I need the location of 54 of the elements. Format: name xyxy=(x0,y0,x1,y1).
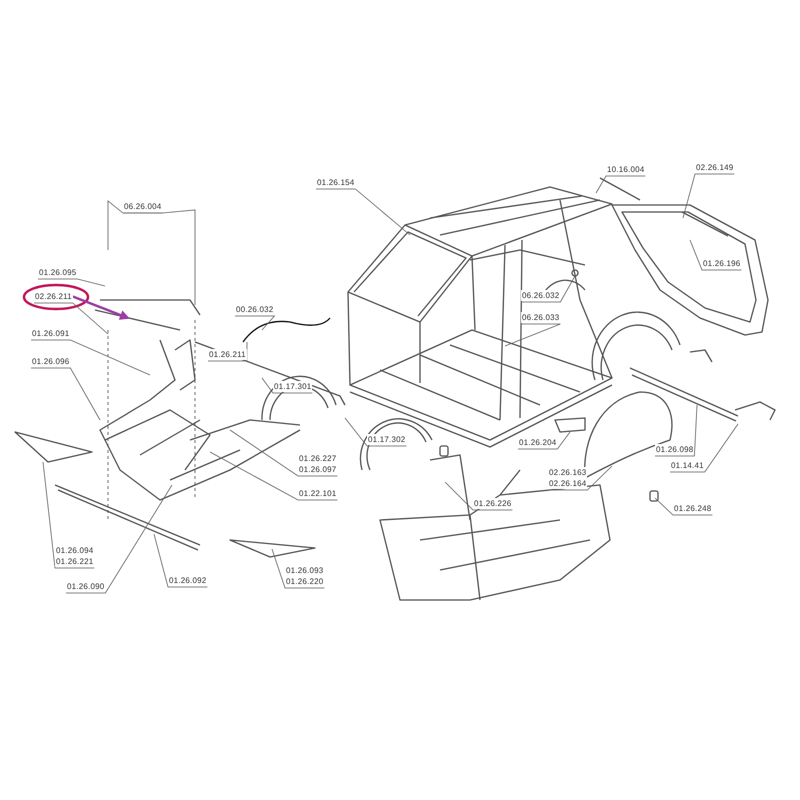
part-number: 10.16.004 xyxy=(606,164,646,175)
part-number: 01.26.204 xyxy=(518,437,558,448)
part-number: 01.26.096 xyxy=(31,356,70,367)
part-number: 01.26.154 xyxy=(316,177,356,188)
leader-line xyxy=(210,452,338,500)
leader-line xyxy=(122,210,196,306)
part-number: 06.26.004 xyxy=(123,201,162,212)
leader-line xyxy=(154,534,208,588)
leader-line xyxy=(66,484,172,594)
part-number: 01.26.227 01.26.097 xyxy=(298,453,338,475)
part-number: 01.26.093 01.26.220 xyxy=(285,565,324,587)
leader-line xyxy=(230,430,338,476)
part-number: 00.26.032 xyxy=(235,304,274,315)
part-number: 01.26.094 01.26.221 xyxy=(55,545,94,567)
leader-line xyxy=(444,482,513,510)
leader-line xyxy=(654,498,713,516)
leader-line xyxy=(234,316,276,330)
leader-line xyxy=(670,424,738,472)
leader-line xyxy=(272,548,325,588)
pointer-arrow xyxy=(72,295,130,320)
leader-line xyxy=(682,174,735,218)
leader-line xyxy=(208,342,248,362)
part-number: 01.26.092 xyxy=(168,575,208,586)
leader-line xyxy=(38,278,106,286)
part-number: 01.17.301 xyxy=(273,381,312,392)
part-number: 02.26.163 02.26.164 xyxy=(548,467,588,489)
part-number: 01.26.248 xyxy=(673,503,712,514)
part-number: 01.26.196 xyxy=(702,258,742,269)
part-number: 02.26.149 xyxy=(695,162,734,173)
leader-line xyxy=(596,176,646,194)
part-number: 01.26.091 xyxy=(31,328,70,339)
part-number: 06.26.033 xyxy=(521,312,560,323)
leader-line xyxy=(344,418,407,446)
leader-line xyxy=(548,466,612,490)
part-number: 01.17.302 xyxy=(367,434,406,445)
leader-line xyxy=(690,240,742,270)
part-number: 01.22.101 xyxy=(298,488,338,499)
leader-line xyxy=(504,324,561,346)
part-number: 06.26.032 xyxy=(521,290,560,301)
leader-line xyxy=(262,378,313,394)
part-number: 01.26.095 xyxy=(38,267,78,278)
part-number: 01.14.41 xyxy=(670,460,705,471)
leader-line xyxy=(518,432,570,450)
leader-line xyxy=(30,368,100,420)
leader-line xyxy=(654,404,698,456)
part-number: 01.26.098 xyxy=(655,444,694,455)
part-number: 01.26.226 xyxy=(473,498,512,509)
leader-line xyxy=(520,276,576,302)
leader-line xyxy=(30,340,150,376)
part-number: 01.26.211 xyxy=(208,349,247,360)
part-number: 02.26.211 xyxy=(34,291,73,302)
leader-line xyxy=(42,462,95,568)
leader-line xyxy=(316,188,410,236)
part-number: 01.26.090 xyxy=(66,581,106,592)
